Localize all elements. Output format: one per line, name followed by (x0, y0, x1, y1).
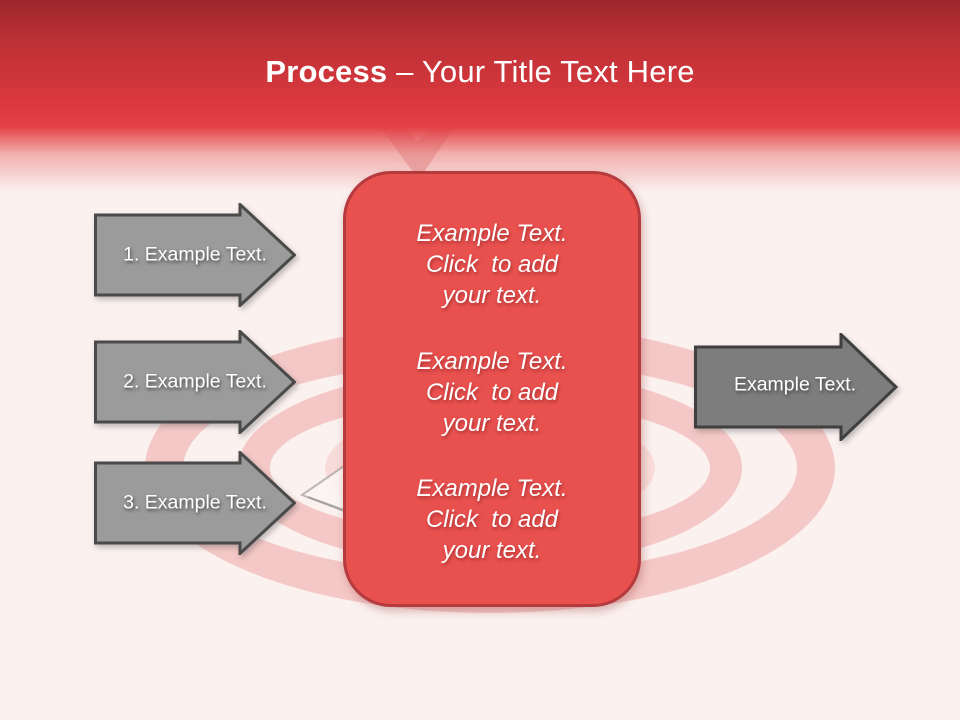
text-line: Click to add (425, 506, 559, 533)
text-block-1: Example Text. Click to add your text. (354, 218, 630, 311)
text-line: Example Text. (416, 347, 568, 375)
right-arrow-shape (694, 333, 898, 441)
right-arrow-shape (94, 203, 296, 307)
step-arrow-2-label: 2. Example Text. (123, 370, 267, 393)
step-arrow-1: 1. Example Text. (94, 203, 296, 307)
right-arrow-shape (94, 451, 296, 555)
step-arrow-2: 2. Example Text. (94, 330, 296, 434)
result-arrow-label: Example Text. (733, 373, 857, 396)
text-line: your text. (442, 409, 542, 437)
text-line: Example Text. (416, 220, 568, 247)
text-line: your text. (442, 282, 542, 309)
text-block-2: Example Text. Click to add your text. (354, 346, 630, 439)
slide-title-keyword: Process (265, 54, 388, 89)
text-line: Example Text. (416, 475, 568, 502)
slide-title-subtitle: – Your Title Text Here (387, 54, 695, 89)
slide-title: Process – Your Title Text Here (0, 54, 960, 90)
right-arrow-shape (94, 330, 296, 434)
step-arrow-3-label: 3. Example Text. (123, 491, 267, 514)
header-banner (0, 0, 960, 192)
center-text-box: Example Text. Click to add your text. Ex… (343, 171, 641, 607)
step-arrow-3: 3. Example Text. (94, 451, 296, 555)
text-line: Click to add (425, 378, 559, 406)
text-line: your text. (442, 537, 542, 564)
step-arrow-1-label: 1. Example Text. (123, 243, 267, 266)
result-arrow: Example Text. (694, 333, 898, 441)
text-block-3: Example Text. Click to add your text. (354, 473, 630, 566)
text-line: Click to add (425, 251, 559, 278)
